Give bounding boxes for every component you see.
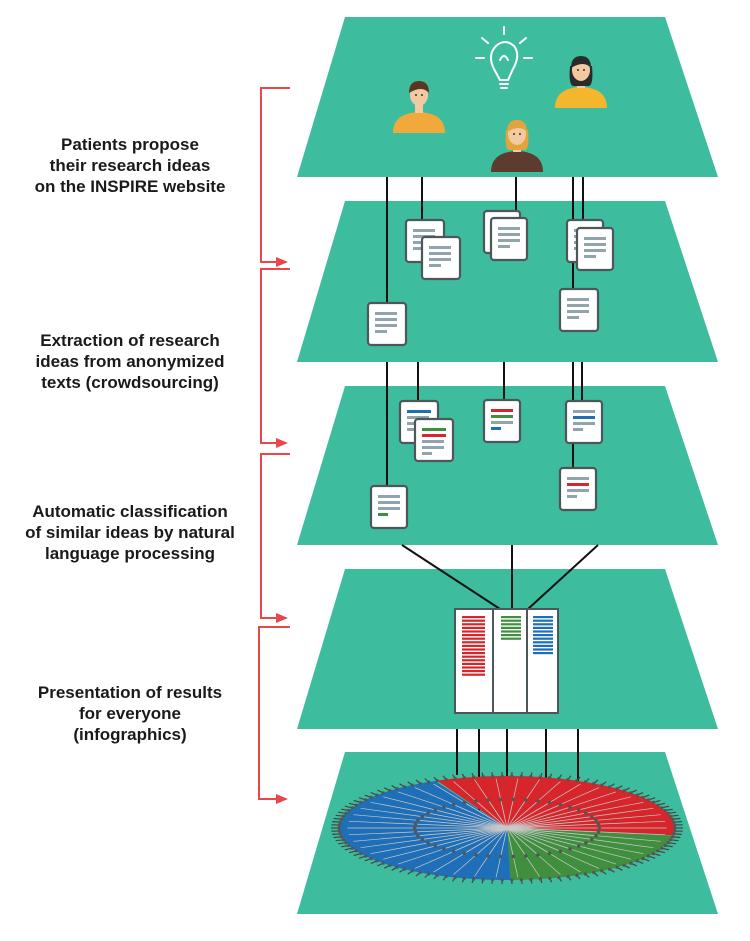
classification-table-icon — [455, 609, 558, 713]
document-icon — [560, 468, 596, 510]
document-icon — [484, 400, 520, 442]
step-arrow — [261, 88, 290, 262]
document-icon — [491, 218, 527, 260]
document-icon — [415, 419, 453, 461]
step-label-extraction: Extraction of research ideas from anonym… — [0, 330, 260, 393]
document-icon — [566, 401, 602, 443]
document-icon — [577, 228, 613, 270]
step-label-presentation: Presentation of results for everyone (in… — [0, 682, 260, 745]
document-icon — [560, 289, 598, 331]
document-icon — [368, 303, 406, 345]
step-arrow — [261, 269, 290, 443]
step-label-patients-propose: Patients propose their research ideas on… — [0, 134, 260, 197]
document-icon — [422, 237, 460, 279]
step-label-classification: Automatic classification of similar idea… — [0, 501, 260, 564]
step-arrow — [261, 454, 290, 618]
step-arrow — [259, 627, 290, 799]
document-icon — [371, 486, 407, 528]
